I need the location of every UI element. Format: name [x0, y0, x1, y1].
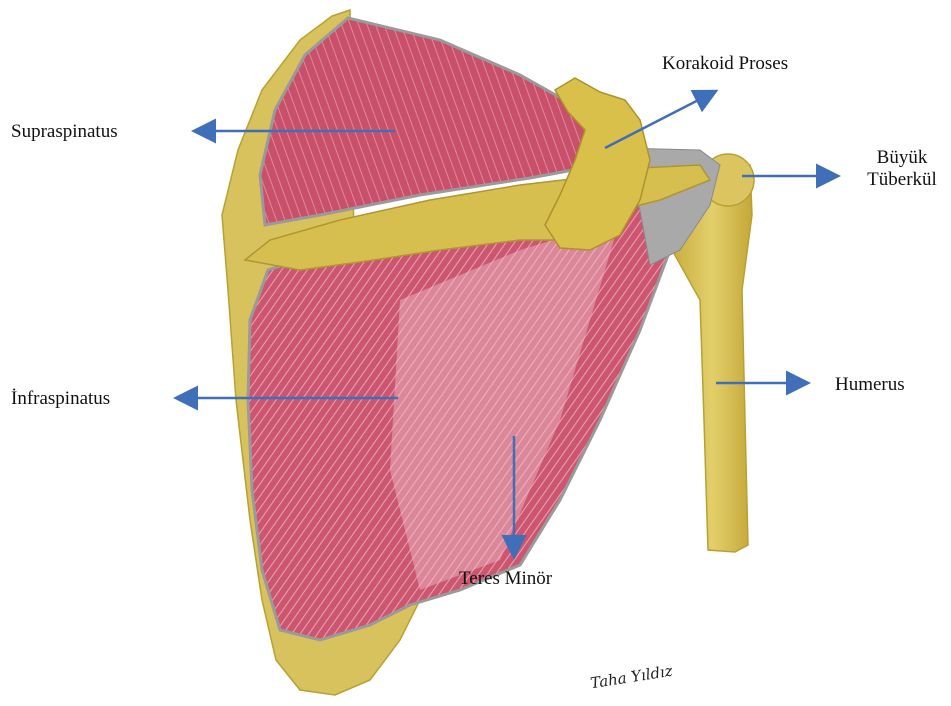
- label-supraspinatus: Supraspinatus: [11, 121, 118, 143]
- label-buyuk-line2: Tüberkül: [866, 169, 938, 191]
- label-humerus: Humerus: [835, 374, 905, 396]
- label-buyuk-tuberkul: Büyük Tüberkül: [866, 147, 938, 191]
- label-korakoid-proses: Korakoid Proses: [662, 53, 788, 75]
- label-infraspinatus: İnfraspinatus: [11, 388, 110, 410]
- label-teres-minor: Teres Minör: [459, 568, 552, 590]
- label-buyuk-line1: Büyük: [866, 147, 938, 169]
